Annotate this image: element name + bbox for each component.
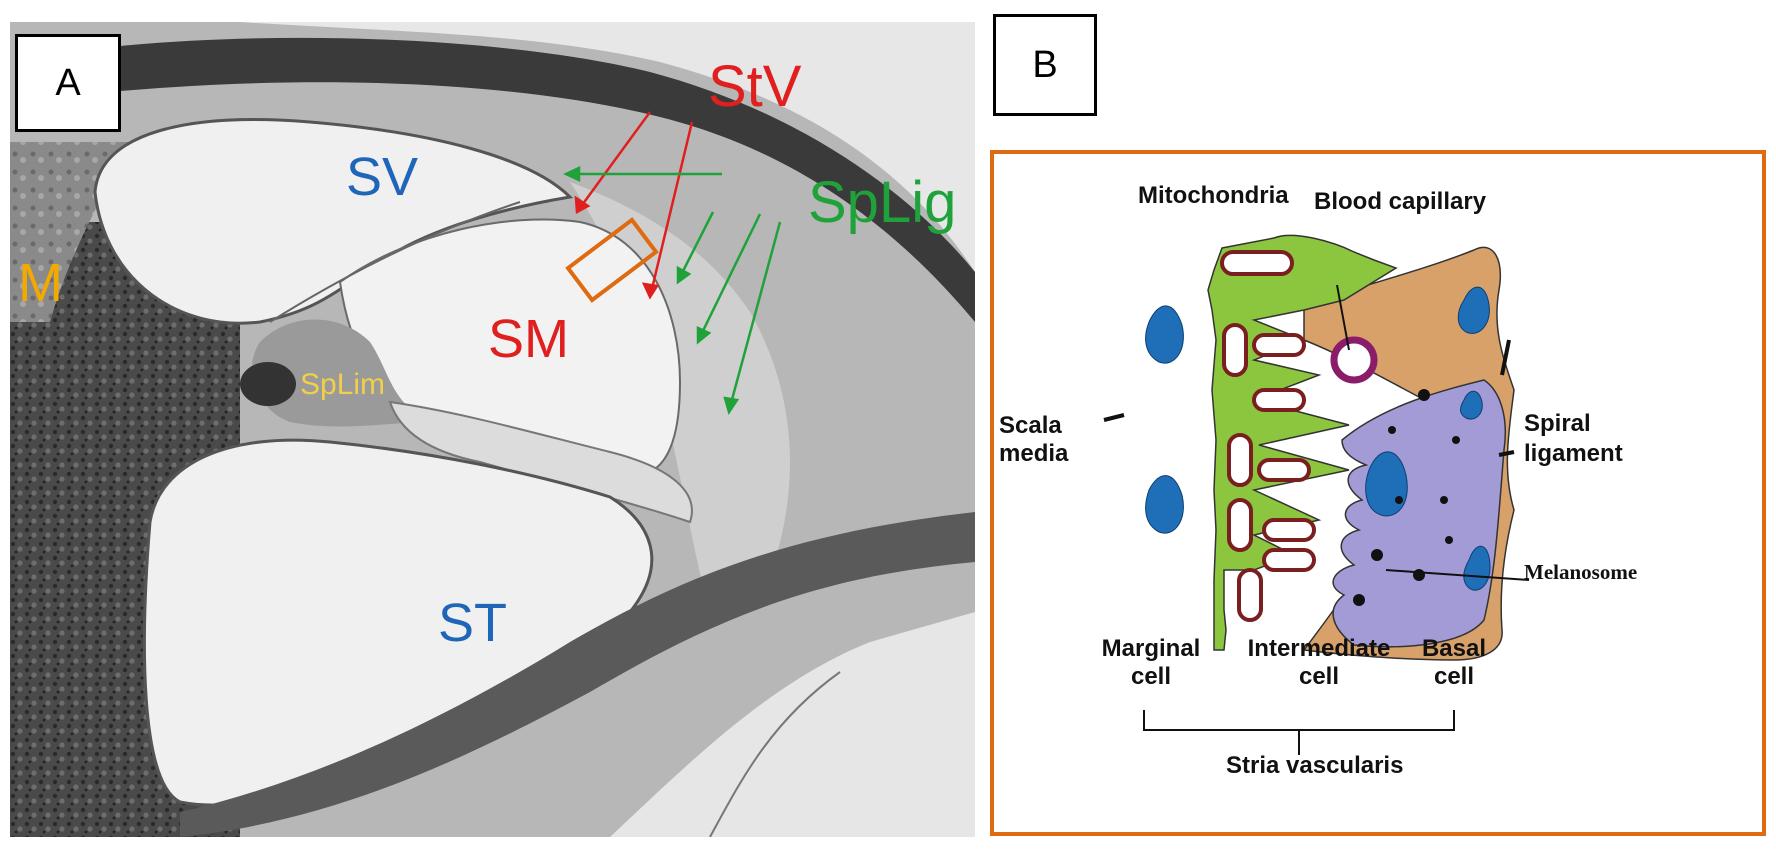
blood-capillary-label: Blood capillary	[1314, 188, 1487, 215]
scala-media-label-2: media	[999, 440, 1069, 467]
scala-vestibuli-label: SV	[346, 147, 419, 207]
mitochondria-group	[1220, 250, 1316, 622]
mitochondrion	[1227, 433, 1253, 487]
stria-schematic-panel: Mitochondria Blood capillary Scala media…	[990, 150, 1766, 836]
stria-schematic	[1103, 234, 1530, 755]
basal-nucleus-mid	[1460, 390, 1483, 420]
spiral-ligament-label: SpLig	[808, 170, 957, 235]
basal-nucleus-top	[1457, 286, 1490, 334]
panel-b-label: B	[993, 14, 1097, 116]
mitochondrion	[1252, 333, 1306, 357]
mitochondrion	[1257, 458, 1311, 482]
marginal-nucleus-bottom	[1145, 475, 1184, 534]
mitochondrion	[1222, 323, 1248, 377]
cochlea-micrograph	[10, 22, 975, 837]
cochlea-micrograph-panel	[10, 22, 975, 837]
spiral-limbus-label: SpLim	[300, 368, 386, 401]
intermediate-cell-region	[1332, 379, 1506, 648]
mitochondrion	[1262, 518, 1316, 542]
basal-cell-label-2: cell	[1433, 663, 1475, 690]
stria-highlight-box	[565, 217, 659, 303]
modiolus-label: M	[18, 253, 63, 313]
stv-arrows	[574, 111, 694, 300]
stria-vascularis-label: Stria vascularis	[1226, 752, 1404, 779]
intermediate-cell-label-2: cell	[1298, 663, 1340, 690]
mitochondrion	[1252, 388, 1306, 412]
spiral-ligament-label-2: ligament	[1524, 440, 1623, 467]
melanosome-label: Melanosome	[1524, 560, 1638, 584]
intermediate-cell-label-1: Intermediate	[1247, 635, 1391, 662]
mitochondrion	[1227, 498, 1253, 552]
panel-a-label: A	[15, 34, 121, 132]
stria-bracket	[1143, 710, 1455, 755]
splig-arrows	[563, 166, 782, 415]
spiral-ligament-label-1: Spiral	[1524, 410, 1591, 437]
marginal-nucleus-top	[1145, 305, 1184, 364]
scala-tympani-label: ST	[438, 593, 508, 653]
mitochondrion	[1237, 568, 1263, 622]
marginal-cell-label-1: Marginal	[1101, 635, 1201, 662]
mitochondria-label: Mitochondria	[1138, 182, 1289, 209]
mitochondrion	[1262, 548, 1316, 572]
stria-vascularis-label: StV	[708, 54, 802, 119]
mitochondrion	[1220, 250, 1294, 276]
melanosomes	[1353, 389, 1460, 606]
basal-cell-label-1: Basal	[1421, 635, 1487, 662]
blood-capillary	[1330, 336, 1378, 384]
scala-media-label: SM	[488, 309, 569, 369]
marginal-cell-label-2: cell	[1130, 663, 1172, 690]
scala-media-label-1: Scala	[999, 412, 1062, 439]
